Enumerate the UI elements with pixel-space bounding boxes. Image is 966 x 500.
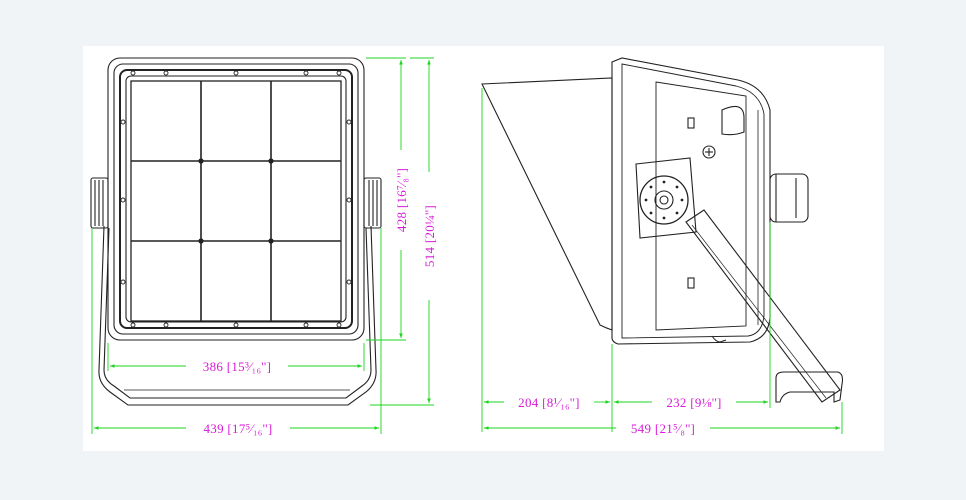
dim-height-body: 428 [16⁷⁄₈''] (394, 168, 409, 232)
dim-width-inner: 386 [15³⁄₁₆''] (203, 359, 271, 374)
housing-outline (107, 57, 365, 341)
technical-drawing: 386 [15³⁄₁₆''] 439 [17⁵⁄₁₆''] 428 [16⁷⁄₈… (90, 57, 844, 436)
yoke-bracket (98, 225, 377, 406)
rear-knob (769, 173, 809, 223)
housing-inner-outline (113, 63, 359, 335)
latch-upper (687, 117, 695, 129)
yoke-bracket-inner (103, 227, 372, 399)
housing-profile-inner (621, 63, 765, 339)
pivot-hub (635, 157, 697, 239)
yoke-arm (685, 209, 841, 403)
dim-height-total: 514 [20¼''] (422, 205, 437, 267)
bezel-screws (120, 70, 352, 328)
left-tilt-knob (90, 177, 109, 229)
adjust-screw (702, 145, 716, 159)
cable-clip (711, 335, 727, 343)
latch-lower (687, 277, 695, 289)
lens-junction-dots (198, 158, 274, 244)
lens-panel (130, 80, 342, 322)
bezel (119, 69, 353, 329)
dim-width-outer: 439 [17⁵⁄₁₆''] (203, 421, 272, 436)
bezel-inner (125, 75, 347, 323)
housing-cavity (655, 81, 747, 331)
dim-depth-front: 204 [8¹⁄₁₆''] (518, 395, 580, 410)
side-view (481, 57, 844, 403)
right-tilt-knob (363, 177, 382, 229)
yoke-arm-edge (691, 224, 827, 399)
housing-profile (611, 57, 771, 345)
front-view (90, 57, 382, 406)
dim-depth-rear: 232 [9⅛''] (666, 395, 721, 410)
drawing-sheet: 386 [15³⁄₁₆''] 439 [17⁵⁄₁₆''] 428 [16⁷⁄₈… (83, 46, 884, 451)
mount-boss (721, 105, 745, 136)
lens-profile (481, 77, 613, 331)
dim-depth-total: 549 [21⁵⁄₈''] (631, 421, 695, 436)
dimension-lines (91, 57, 843, 434)
yoke-foot (775, 371, 844, 403)
